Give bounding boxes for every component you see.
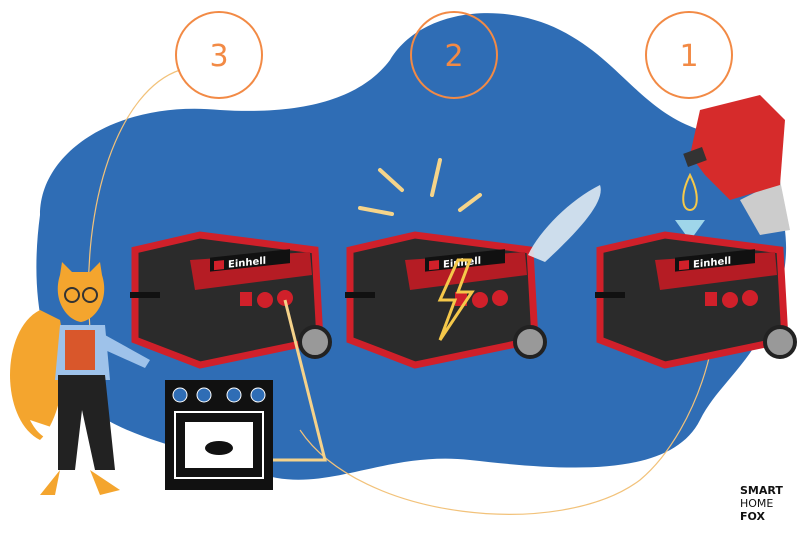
oven-icon xyxy=(165,380,273,490)
lightning-icon xyxy=(437,258,475,341)
svg-text:Einhell: Einhell xyxy=(693,256,731,271)
fuel-can-icon xyxy=(675,95,790,238)
step-1-circle: 1 xyxy=(645,11,733,99)
svg-text:Einhell: Einhell xyxy=(228,256,266,271)
smoke-icon xyxy=(528,185,601,262)
power-cable xyxy=(270,299,327,462)
svg-text:2: 2 xyxy=(444,39,463,74)
generator-3: Einhell xyxy=(595,231,797,369)
step-3-circle: 3 xyxy=(175,11,263,99)
svg-text:1: 1 xyxy=(679,39,698,74)
step-2-circle: 2 xyxy=(410,11,498,99)
generator-1: Einhell xyxy=(130,231,332,369)
svg-text:3: 3 xyxy=(209,39,228,74)
spark-lines-icon xyxy=(358,158,482,216)
fox-mascot xyxy=(10,262,150,495)
